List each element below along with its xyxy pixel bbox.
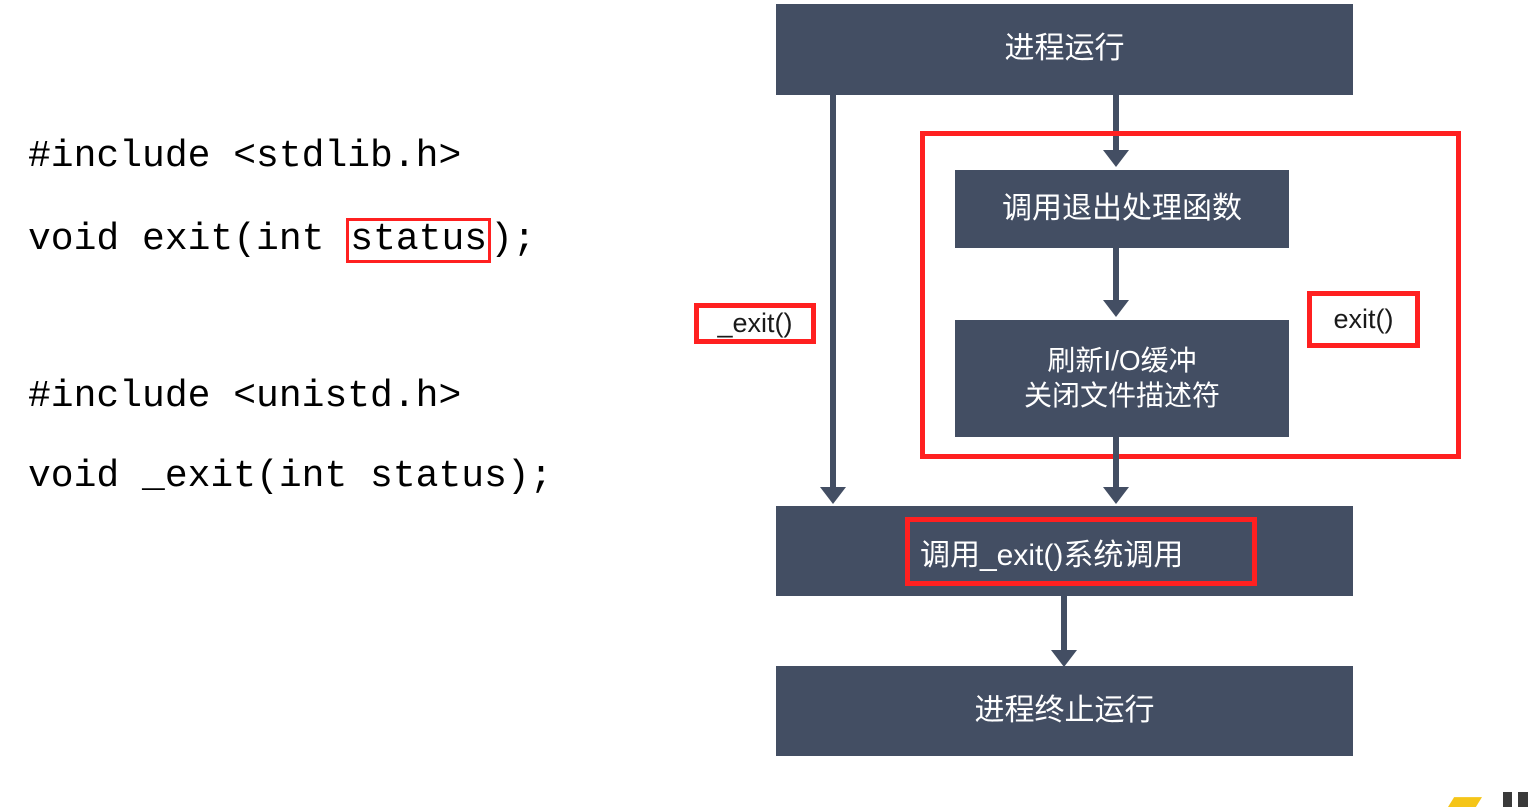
code-line-include-stdlib: #include <stdlib.h> <box>28 135 462 178</box>
flow-box-call-exit-handlers: 调用退出处理函数 <box>955 170 1289 248</box>
connector-line-handlers-to-flush <box>1113 248 1119 306</box>
connector-line-top-center <box>1113 95 1119 155</box>
code-exit-suffix: ); <box>490 218 536 261</box>
label-exit: exit() <box>1307 291 1420 348</box>
code-line-underscore-exit-prototype: void _exit(int status); <box>28 455 553 498</box>
connector-arrowhead-syscall-to-terminated <box>1051 650 1077 667</box>
code-line-exit-prototype: void exit(int status); <box>28 218 536 264</box>
flush-io-line-1: 刷新I/O缓冲 <box>1047 345 1197 377</box>
connector-arrowhead-top-center <box>1103 150 1129 167</box>
flow-box-process-running: 进程运行 <box>776 4 1353 95</box>
watermark-mark-icon <box>1448 797 1482 807</box>
connector-line-left-branch <box>830 95 836 491</box>
flow-box-flush-io-close-fd: 刷新I/O缓冲 关闭文件描述符 <box>955 320 1289 437</box>
code-exit-prefix: void exit(int <box>28 218 348 261</box>
connector-arrowhead-handlers-to-flush <box>1103 300 1129 317</box>
call-exit-syscall-text-outline: 调用_exit()系统调用 <box>905 517 1257 586</box>
watermark-logo <box>1448 788 1532 807</box>
watermark-glyph-1 <box>1503 792 1512 807</box>
connector-arrowhead-flush-to-syscall <box>1103 487 1129 504</box>
connector-line-flush-to-syscall <box>1113 437 1119 491</box>
code-status-parameter-highlight: status <box>346 218 492 264</box>
exit-stage-group-outline <box>920 131 1461 459</box>
close-fd-line-2: 关闭文件描述符 <box>1023 379 1220 411</box>
watermark-glyph-2 <box>1518 792 1528 807</box>
flow-box-process-terminated: 进程终止运行 <box>776 666 1353 756</box>
connector-line-syscall-to-terminated <box>1061 596 1067 654</box>
code-line-include-unistd: #include <unistd.h> <box>28 375 462 418</box>
connector-arrowhead-left-branch <box>820 487 846 504</box>
label-underscore-exit: _exit() <box>694 303 816 344</box>
